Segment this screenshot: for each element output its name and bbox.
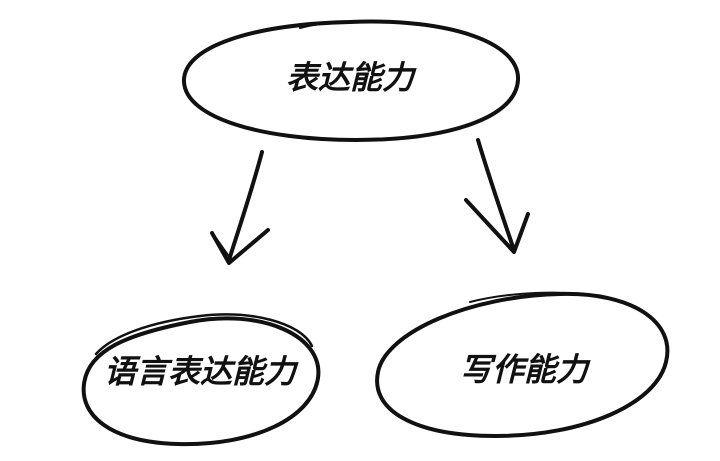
arrow-to-language-expression (210, 150, 270, 265)
node-outline-top-overstroke (299, 19, 421, 29)
node-outline-right-overstroke (469, 291, 601, 303)
arrow-to-writing (464, 138, 530, 254)
arrow-shaft-left (227, 150, 264, 262)
node-outline-left (81, 316, 321, 447)
node-language-expression-ability: 语言表达能力 (81, 313, 321, 447)
node-label-left: 语言表达能力 (104, 353, 299, 391)
node-outline-top (181, 19, 521, 142)
arrow-head-left-overstroke (215, 237, 231, 259)
node-writing-ability: 写作能力 (375, 291, 670, 438)
arrow-head-right (464, 198, 530, 254)
node-expression-ability: 表达能力 (181, 19, 521, 142)
node-outline-left-overstroke (94, 313, 314, 356)
arrow-head-left (210, 228, 270, 265)
arrow-shaft-right (476, 138, 516, 252)
node-label-right: 写作能力 (460, 351, 591, 389)
node-label-top: 表达能力 (286, 59, 417, 97)
arrow-head-right-overstroke (471, 205, 511, 247)
node-outline-right (375, 291, 670, 438)
